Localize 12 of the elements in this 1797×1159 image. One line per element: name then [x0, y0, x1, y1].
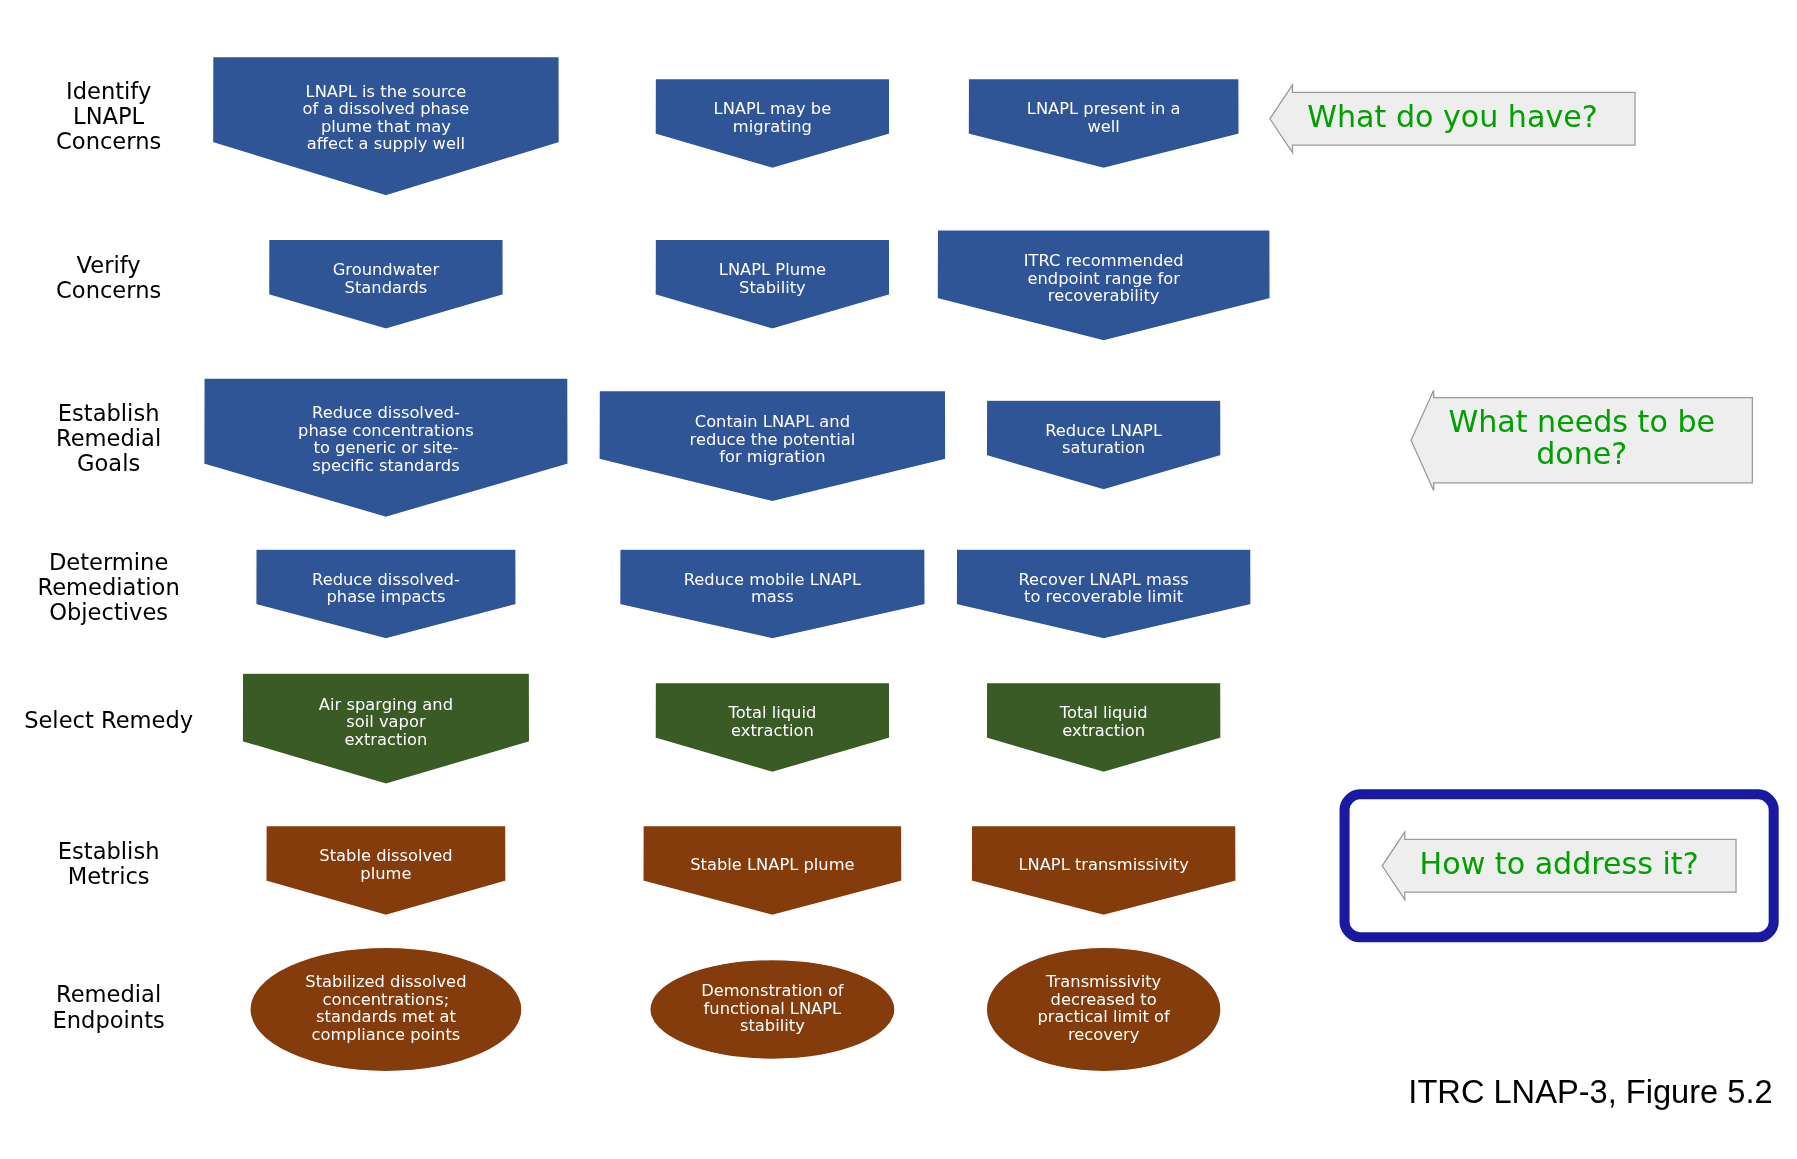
label: Establish Remedial Goals — [56, 399, 162, 476]
caption: ITRC LNAP-3, Figure 5.2 — [1408, 1072, 1773, 1110]
label: Select Remedy — [24, 706, 194, 733]
label: Remedial Endpoints — [52, 980, 165, 1033]
label: Determine Remediation Objectives — [37, 548, 180, 625]
node-ellipse: Transmissivity decreased to practical limit of recovery — [985, 946, 1222, 1072]
label: Identify LNAPL Concerns — [56, 77, 162, 154]
node-ellipse: Stabilized dissolved concentrations; standards met at compliance points — [249, 946, 523, 1072]
node-ellipse: Demonstration of functional LNAPL stability — [649, 958, 896, 1060]
label: Establish Metrics — [57, 837, 160, 889]
label: Verify Concerns — [56, 251, 162, 303]
cluster — [1339, 788, 1779, 942]
